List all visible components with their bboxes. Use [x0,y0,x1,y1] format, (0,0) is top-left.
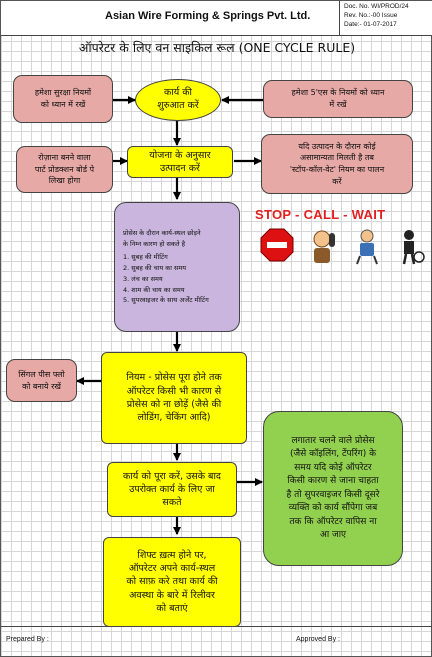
continuous-process-note: लगातार चलने वाले प्रोसेस(जैसे कॉइलिंग, ट… [263,411,403,566]
issue-date: Date:- 01-07-2017 [344,20,397,28]
reason-item: 4. शाम की चाय का समय [123,285,185,294]
page-title: ऑपरेटर के लिए वन साइकिल रूल (ONE CYCLE R… [78,40,356,55]
approved-by-label: Approved By : [296,636,340,643]
stop-sign-icon [260,228,294,262]
standing-figure-icon [402,230,425,265]
reasons-intro: प्रोसेस के दौरान कार्य-स्थल छोड़नेके निम… [123,228,201,248]
production-board-box: रोज़ाना बनने वालापार्ट प्रोडक्शन बोर्ड प… [16,146,113,193]
document-control-box: Doc. No. WI/PROD/24 Rev. No.:-00 Issue D… [339,1,432,36]
revision-number: Rev. No.:-00 Issue [344,11,398,19]
stop-call-wait-heading: STOP - CALL - WAIT [255,207,386,222]
leave-reasons-box: प्रोसेस के दौरान कार्य-स्थल छोड़नेके निम… [114,202,240,332]
shift-end-box: शिफ्ट ख़त्म होने पर,ऑपरेटर अपने कार्य-स्… [103,537,241,627]
document-header: Asian Wire Forming & Springs Pvt. Ltd. D… [1,1,432,36]
single-piece-flow-box: सिंगल पीस फ्लोको बनाये रखें [6,359,77,402]
phone-call-icon [313,230,335,263]
prepared-by-label: Prepared By : [6,636,49,643]
company-name: Asian Wire Forming & Springs Pvt. Ltd. [105,10,311,22]
reason-item: 5. सुपरवाइजर के साथ अर्जेंट मीटिंग [123,296,209,305]
waiting-person-icon [356,229,378,265]
reason-item: 1. सुबह की मीटिंग [123,253,168,262]
reason-item: 3. लंच का समय [123,274,163,283]
reasons-list: 1. सुबह की मीटिंग 2. सुबह की चाय का समय … [123,252,209,306]
reason-item: 2. सुबह की चाय का समय [123,264,187,273]
start-work-oval: कार्य कीशुरुआत करें [135,79,221,121]
safety-rules-box: हमेशा सुरक्षा नियमोंको ध्यान में रखें [13,75,113,123]
footer-divider [1,626,432,627]
doc-number: Doc. No. WI/PROD/24 [344,3,409,10]
